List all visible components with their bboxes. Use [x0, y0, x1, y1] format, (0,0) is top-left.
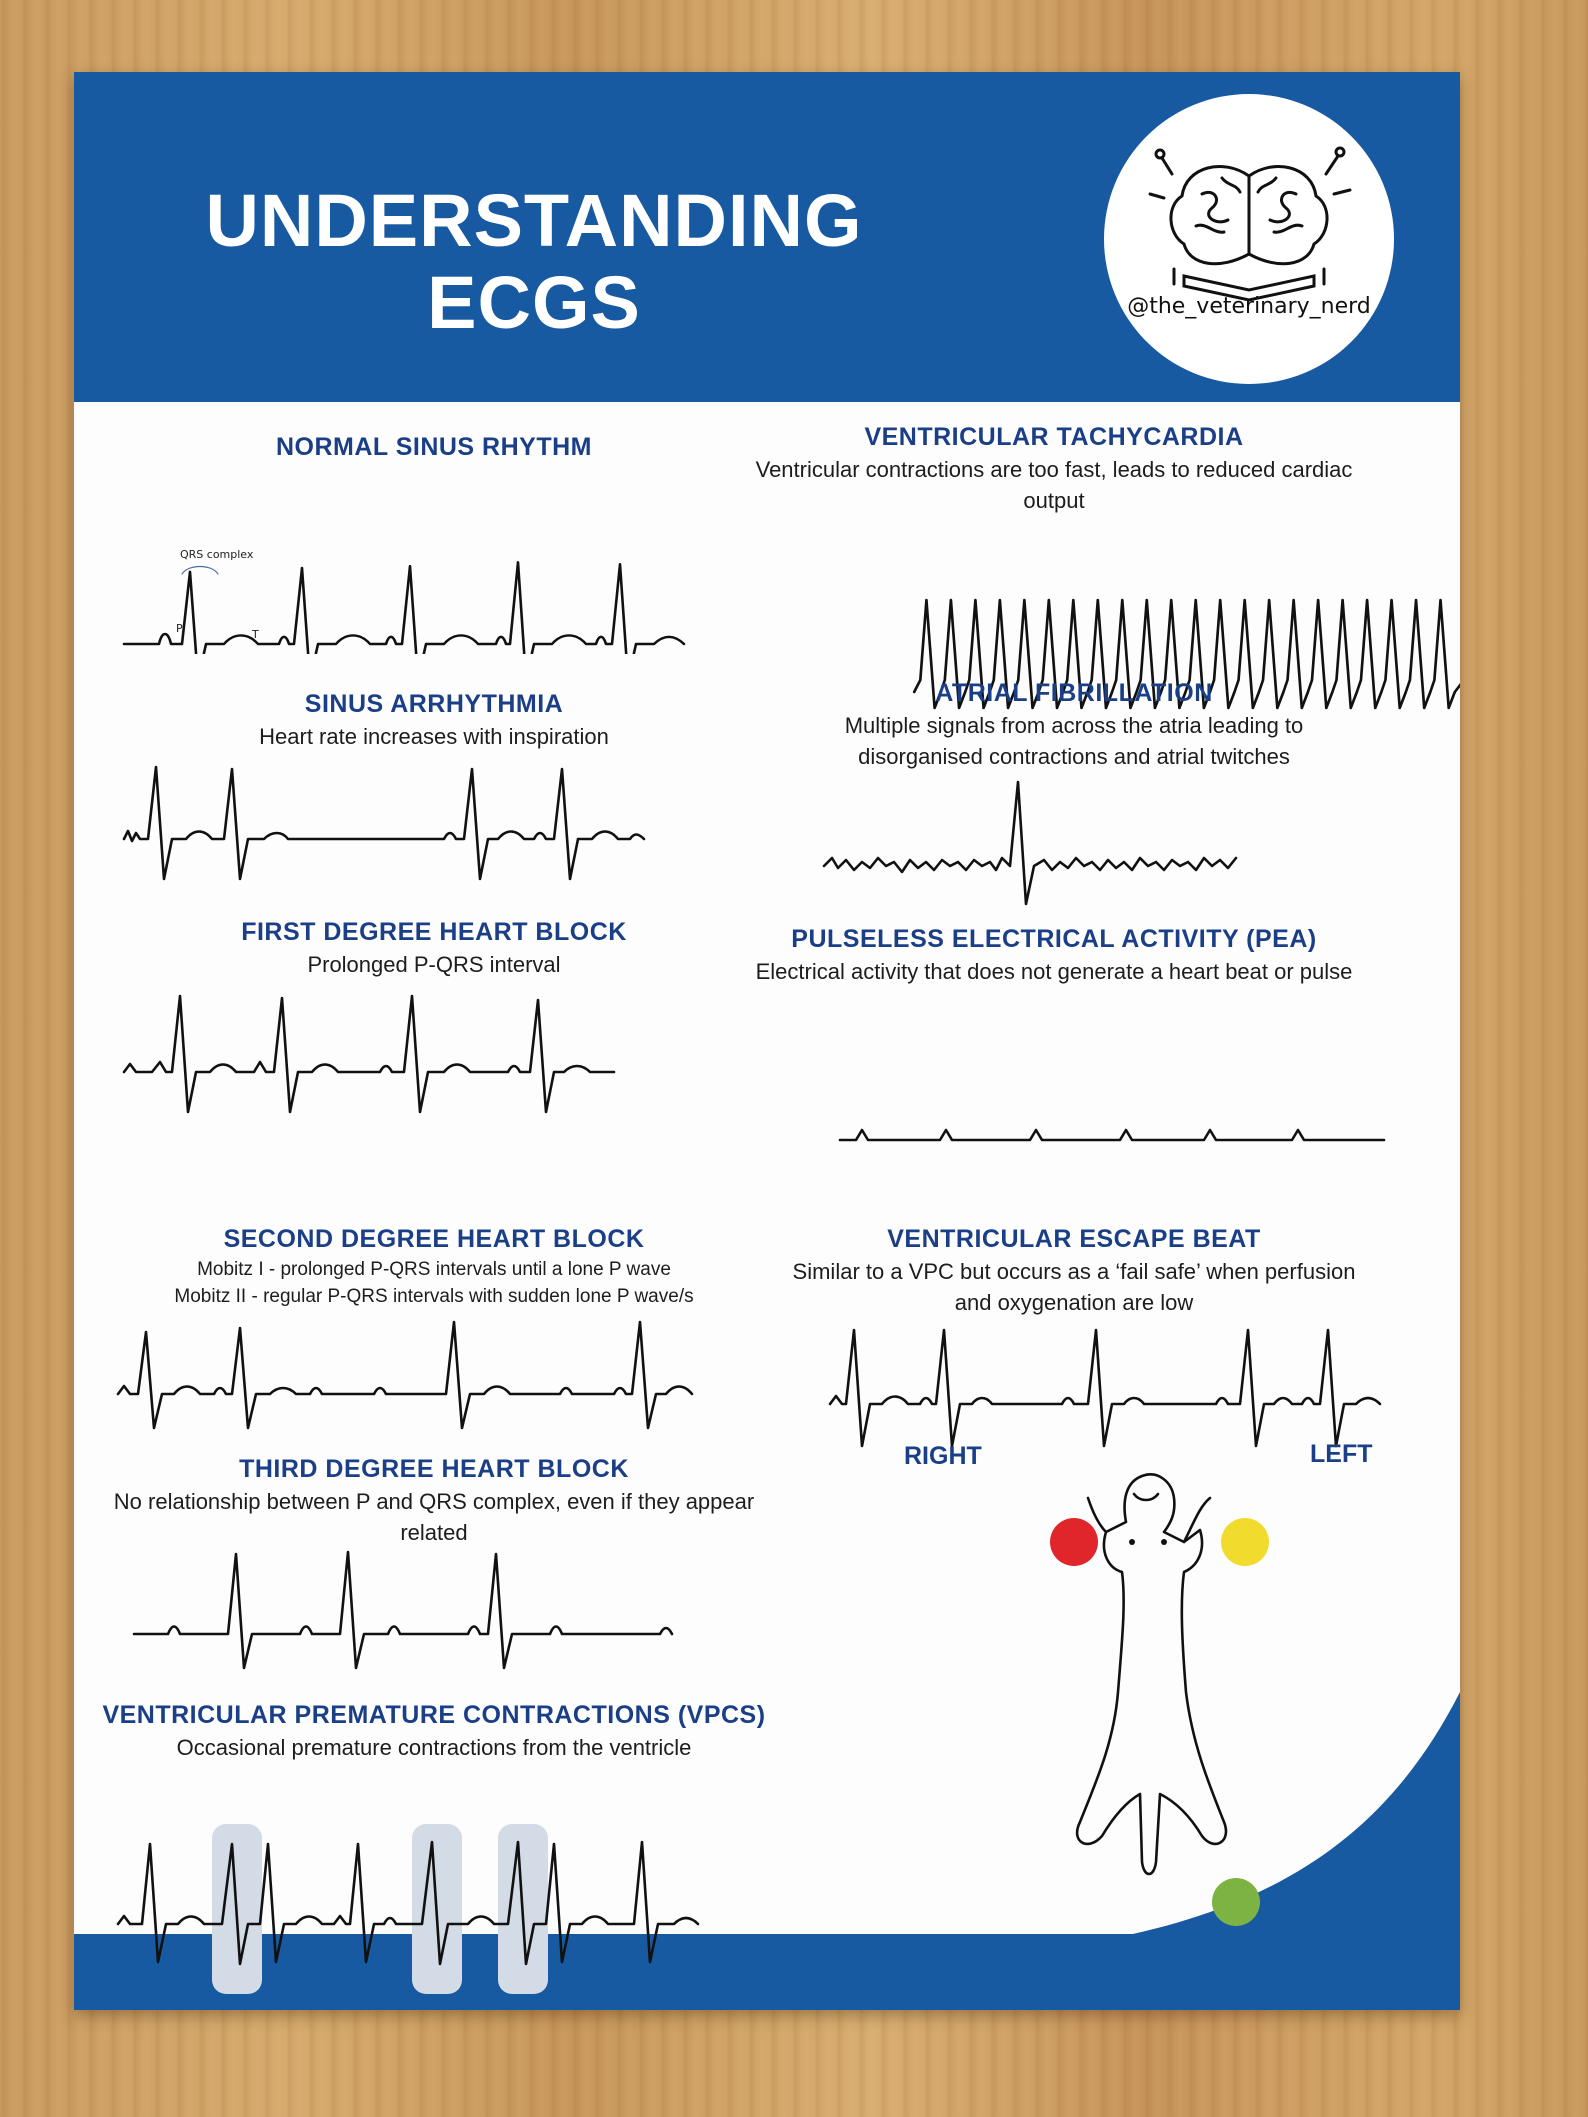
right-side-label: RIGHT [904, 1442, 982, 1470]
first-degree-section: FIRST DEGREE HEART BLOCK Prolonged P-QRS… [104, 915, 764, 980]
section-title: SECOND DEGREE HEART BLOCK [223, 1225, 645, 1253]
brand-logo: @the_veterinary_nerd [1104, 94, 1394, 384]
poster-header: UNDERSTANDING ECGS [74, 72, 1460, 402]
section-title: ATRIAL FIBRILLATION [935, 679, 1213, 707]
right-arm-electrode [1050, 1518, 1098, 1566]
section-title: VENTRICULAR ESCAPE BEAT [887, 1225, 1261, 1253]
section-title: THIRD DEGREE HEART BLOCK [239, 1455, 629, 1483]
t-wave-annotation: T [251, 628, 259, 641]
afib-section: ATRIAL FIBRILLATION Multiple signals fro… [794, 676, 1354, 772]
vtach-section: VENTRICULAR TACHYCARDIA Ventricular cont… [734, 420, 1374, 516]
second-degree-section: SECOND DEGREE HEART BLOCK Mobitz I - pro… [104, 1222, 764, 1310]
normal-sinus-section: NORMAL SINUS RHYTHM [104, 430, 764, 464]
pea-section: PULSELESS ELECTRICAL ACTIVITY (PEA) Elec… [734, 922, 1374, 987]
third-degree-ecg [132, 1550, 674, 1670]
ecg-poster: UNDERSTANDING ECGS [74, 72, 1460, 2010]
section-title: SINUS ARRHYTHMIA [304, 690, 564, 718]
poster-footer-band [74, 1934, 1460, 2010]
dog-lead-placement-diagram [1050, 1473, 1269, 1926]
section-title: VENTRICULAR TACHYCARDIA [864, 423, 1244, 451]
left-side-label: LEFT [1310, 1440, 1373, 1468]
section-title: PULSELESS ELECTRICAL ACTIVITY (PEA) [791, 925, 1317, 953]
section-description: No relationship between P and QRS comple… [113, 1489, 755, 1545]
second-degree-ecg [116, 1320, 694, 1430]
brain-book-icon [1148, 146, 1352, 302]
pea-ecg [838, 1128, 1386, 1142]
section-description: Similar to a VPC but occurs as a ‘fail s… [792, 1259, 1356, 1315]
third-degree-section: THIRD DEGREE HEART BLOCK No relationship… [94, 1452, 774, 1548]
bottom-curve-decoration [1114, 1692, 1460, 1938]
sinus-arrhythmia-section: SINUS ARRHYTHMIA Heart rate increases wi… [104, 687, 764, 752]
section-description: Occasional premature contractions from t… [176, 1735, 692, 1760]
section-title: VENTRICULAR PREMATURE CONTRACTIONS (VPCS… [102, 1701, 766, 1729]
escape-beat-section: VENTRICULAR ESCAPE BEAT Similar to a VPC… [774, 1222, 1374, 1318]
left-arm-electrode [1221, 1518, 1269, 1566]
qrs-annotation: QRS complex [180, 548, 254, 561]
vtach-ecg [912, 598, 1460, 710]
afib-ecg [822, 780, 1238, 906]
section-title: FIRST DEGREE HEART BLOCK [241, 918, 627, 946]
normal-sinus-ecg: QRS complex P T [122, 548, 686, 654]
section-description: Ventricular contractions are too fast, l… [755, 457, 1353, 513]
section-title: NORMAL SINUS RHYTHM [276, 433, 592, 461]
vpcs-section: VENTRICULAR PREMATURE CONTRACTIONS (VPCS… [84, 1698, 784, 1763]
logo-handle: @the_veterinary_nerd [1127, 294, 1371, 319]
dog-outline [1075, 1473, 1228, 1876]
mobitz-two-description: Mobitz II - regular P-QRS intervals with… [174, 1286, 694, 1307]
section-description: Multiple signals from across the atria l… [844, 713, 1304, 769]
poster-title: UNDERSTANDING ECGS [205, 179, 863, 344]
section-description: Heart rate increases with inspiration [259, 724, 609, 749]
first-degree-ecg [122, 994, 616, 1114]
sinus-arrhythmia-ecg [122, 765, 646, 881]
vpcs-ecg [116, 1824, 700, 1994]
mobitz-one-description: Mobitz I - prolonged P-QRS intervals unt… [197, 1259, 671, 1280]
p-wave-annotation: P [176, 622, 183, 635]
section-description: Prolonged P-QRS interval [307, 952, 561, 977]
left-leg-electrode [1212, 1878, 1260, 1926]
escape-beat-ecg [828, 1328, 1382, 1448]
section-description: Electrical activity that does not genera… [755, 959, 1353, 984]
